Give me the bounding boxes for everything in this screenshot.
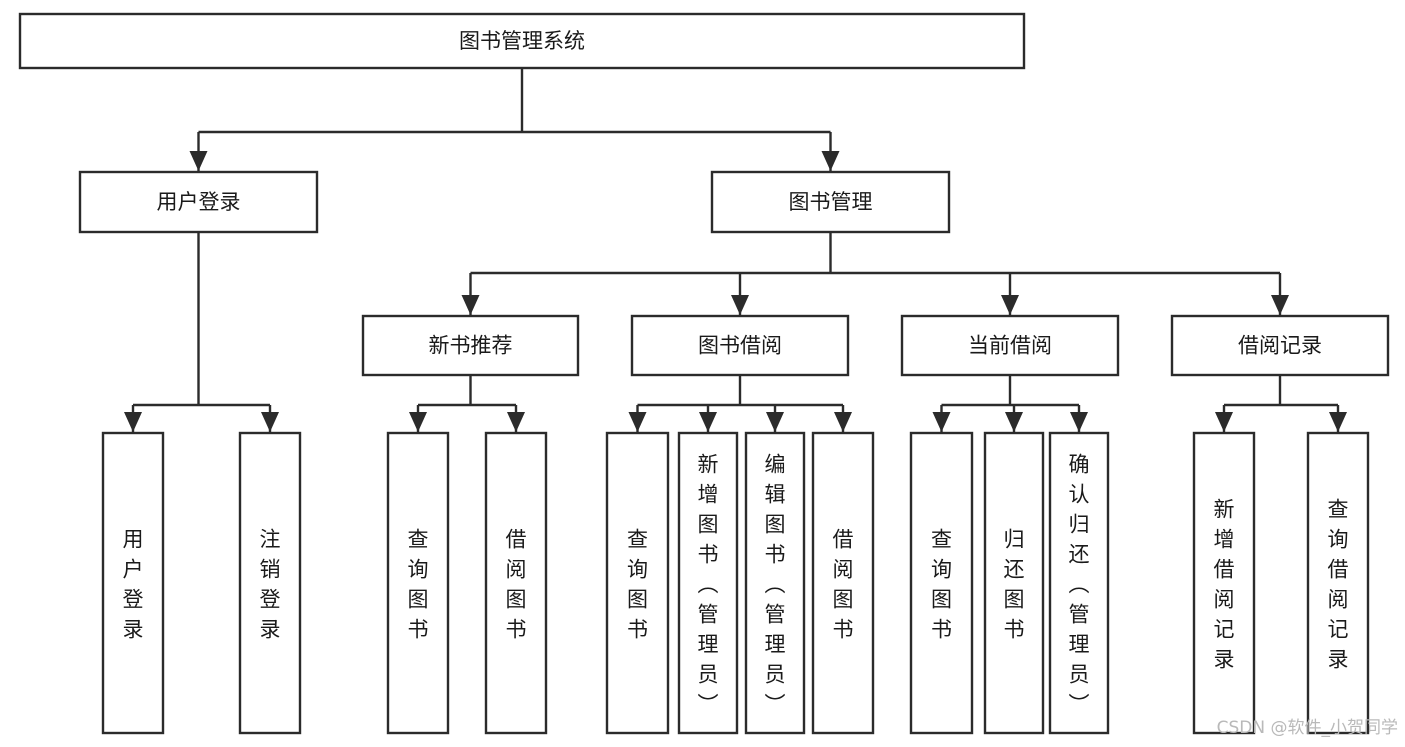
node-box bbox=[1306, 431, 1370, 735]
node-label: 注销登录 bbox=[260, 527, 281, 641]
node-label: 查询图书 bbox=[931, 527, 952, 641]
node-label: 确认归还︵管理员︶ bbox=[1069, 452, 1090, 716]
node-box bbox=[630, 314, 850, 377]
arrow-head-icon bbox=[766, 412, 784, 432]
node-leaf-user-logout[interactable]: 注销登录 bbox=[238, 431, 302, 735]
node-leaf-borrow-edit[interactable]: 编辑图书︵管理员︶ bbox=[744, 431, 806, 735]
node-box bbox=[744, 431, 806, 735]
node-box bbox=[386, 431, 450, 735]
node-label: 用户登录 bbox=[123, 527, 144, 641]
node-box bbox=[101, 431, 165, 735]
node-leaf-borrow-lend[interactable]: 借阅图书 bbox=[811, 431, 875, 735]
arrow-head-icon bbox=[834, 412, 852, 432]
node-current-borrow[interactable]: 当前借阅 bbox=[900, 314, 1120, 377]
node-leaf-user-login[interactable]: 用户登录 bbox=[101, 431, 165, 735]
node-label: 用户登录 bbox=[157, 190, 241, 214]
node-label: 当前借阅 bbox=[968, 334, 1052, 358]
node-box bbox=[811, 431, 875, 735]
node-box bbox=[983, 431, 1045, 735]
node-root[interactable]: 图书管理系统 bbox=[18, 12, 1026, 70]
node-box bbox=[677, 431, 739, 735]
node-label: 查询图书 bbox=[408, 527, 429, 641]
node-box bbox=[361, 314, 580, 377]
node-user-login[interactable]: 用户登录 bbox=[78, 170, 319, 234]
node-leaf-current-confirm[interactable]: 确认归还︵管理员︶ bbox=[1048, 431, 1110, 735]
node-leaf-borrow-query[interactable]: 查询图书 bbox=[605, 431, 670, 735]
arrow-head-icon bbox=[124, 412, 142, 432]
node-label: 新书推荐 bbox=[429, 334, 513, 358]
node-box bbox=[78, 170, 319, 234]
node-leaf-borrow-add[interactable]: 新增图书︵管理员︶ bbox=[677, 431, 739, 735]
node-box bbox=[18, 12, 1026, 70]
node-label: 新增图书︵管理员︶ bbox=[698, 452, 719, 716]
node-label: 图书管理系统 bbox=[459, 29, 585, 53]
node-label: 图书管理 bbox=[789, 190, 873, 214]
arrow-head-icon bbox=[932, 412, 951, 432]
node-label: 借阅图书 bbox=[833, 527, 854, 641]
node-book-borrow[interactable]: 图书借阅 bbox=[630, 314, 850, 377]
node-borrow-record[interactable]: 借阅记录 bbox=[1170, 314, 1390, 377]
node-leaf-current-query[interactable]: 查询图书 bbox=[909, 431, 974, 735]
node-label: 借阅图书 bbox=[506, 527, 527, 641]
node-label: 查询图书 bbox=[627, 527, 648, 641]
node-label: 归还图书 bbox=[1004, 527, 1025, 641]
node-label: 新增借阅记录 bbox=[1214, 497, 1235, 671]
arrow-head-icon bbox=[1070, 412, 1088, 432]
arrow-head-icon bbox=[1271, 295, 1289, 315]
arrow-head-icon bbox=[189, 151, 208, 171]
node-leaf-record-query[interactable]: 查询借阅记录 bbox=[1306, 431, 1370, 735]
connector-layer bbox=[124, 68, 1347, 432]
arrow-head-icon bbox=[628, 412, 647, 432]
node-leaf-record-add[interactable]: 新增借阅记录 bbox=[1192, 431, 1256, 735]
node-box bbox=[900, 314, 1120, 377]
arrow-head-icon bbox=[507, 412, 525, 432]
node-box bbox=[605, 431, 670, 735]
arrow-head-icon bbox=[821, 151, 840, 171]
node-new-book-rec[interactable]: 新书推荐 bbox=[361, 314, 580, 377]
node-leaf-current-return[interactable]: 归还图书 bbox=[983, 431, 1045, 735]
node-label: 借阅记录 bbox=[1238, 334, 1322, 358]
node-box bbox=[710, 170, 951, 234]
node-label: 查询借阅记录 bbox=[1328, 497, 1349, 671]
arrow-head-icon bbox=[1001, 295, 1019, 315]
node-label: 编辑图书︵管理员︶ bbox=[765, 452, 786, 716]
node-box bbox=[1170, 314, 1390, 377]
arrow-head-icon bbox=[1329, 412, 1347, 432]
arrow-head-icon bbox=[409, 412, 427, 432]
arrow-head-icon bbox=[461, 295, 480, 315]
arrow-head-icon bbox=[731, 295, 749, 315]
watermark-text: CSDN @软件_小贺同学 bbox=[1217, 718, 1398, 738]
node-box bbox=[484, 431, 548, 735]
arrow-head-icon bbox=[699, 412, 717, 432]
node-book-manage[interactable]: 图书管理 bbox=[710, 170, 951, 234]
node-box bbox=[909, 431, 974, 735]
arrow-head-icon bbox=[1005, 412, 1023, 432]
node-layer: 图书管理系统用户登录图书管理新书推荐图书借阅当前借阅借阅记录用户登录注销登录查询… bbox=[18, 12, 1390, 735]
node-box bbox=[238, 431, 302, 735]
arrow-head-icon bbox=[1215, 412, 1233, 432]
node-leaf-rec-borrow[interactable]: 借阅图书 bbox=[484, 431, 548, 735]
node-box bbox=[1192, 431, 1256, 735]
node-label: 图书借阅 bbox=[698, 334, 782, 358]
arrow-head-icon bbox=[261, 412, 279, 432]
node-leaf-rec-query[interactable]: 查询图书 bbox=[386, 431, 450, 735]
node-box bbox=[1048, 431, 1110, 735]
